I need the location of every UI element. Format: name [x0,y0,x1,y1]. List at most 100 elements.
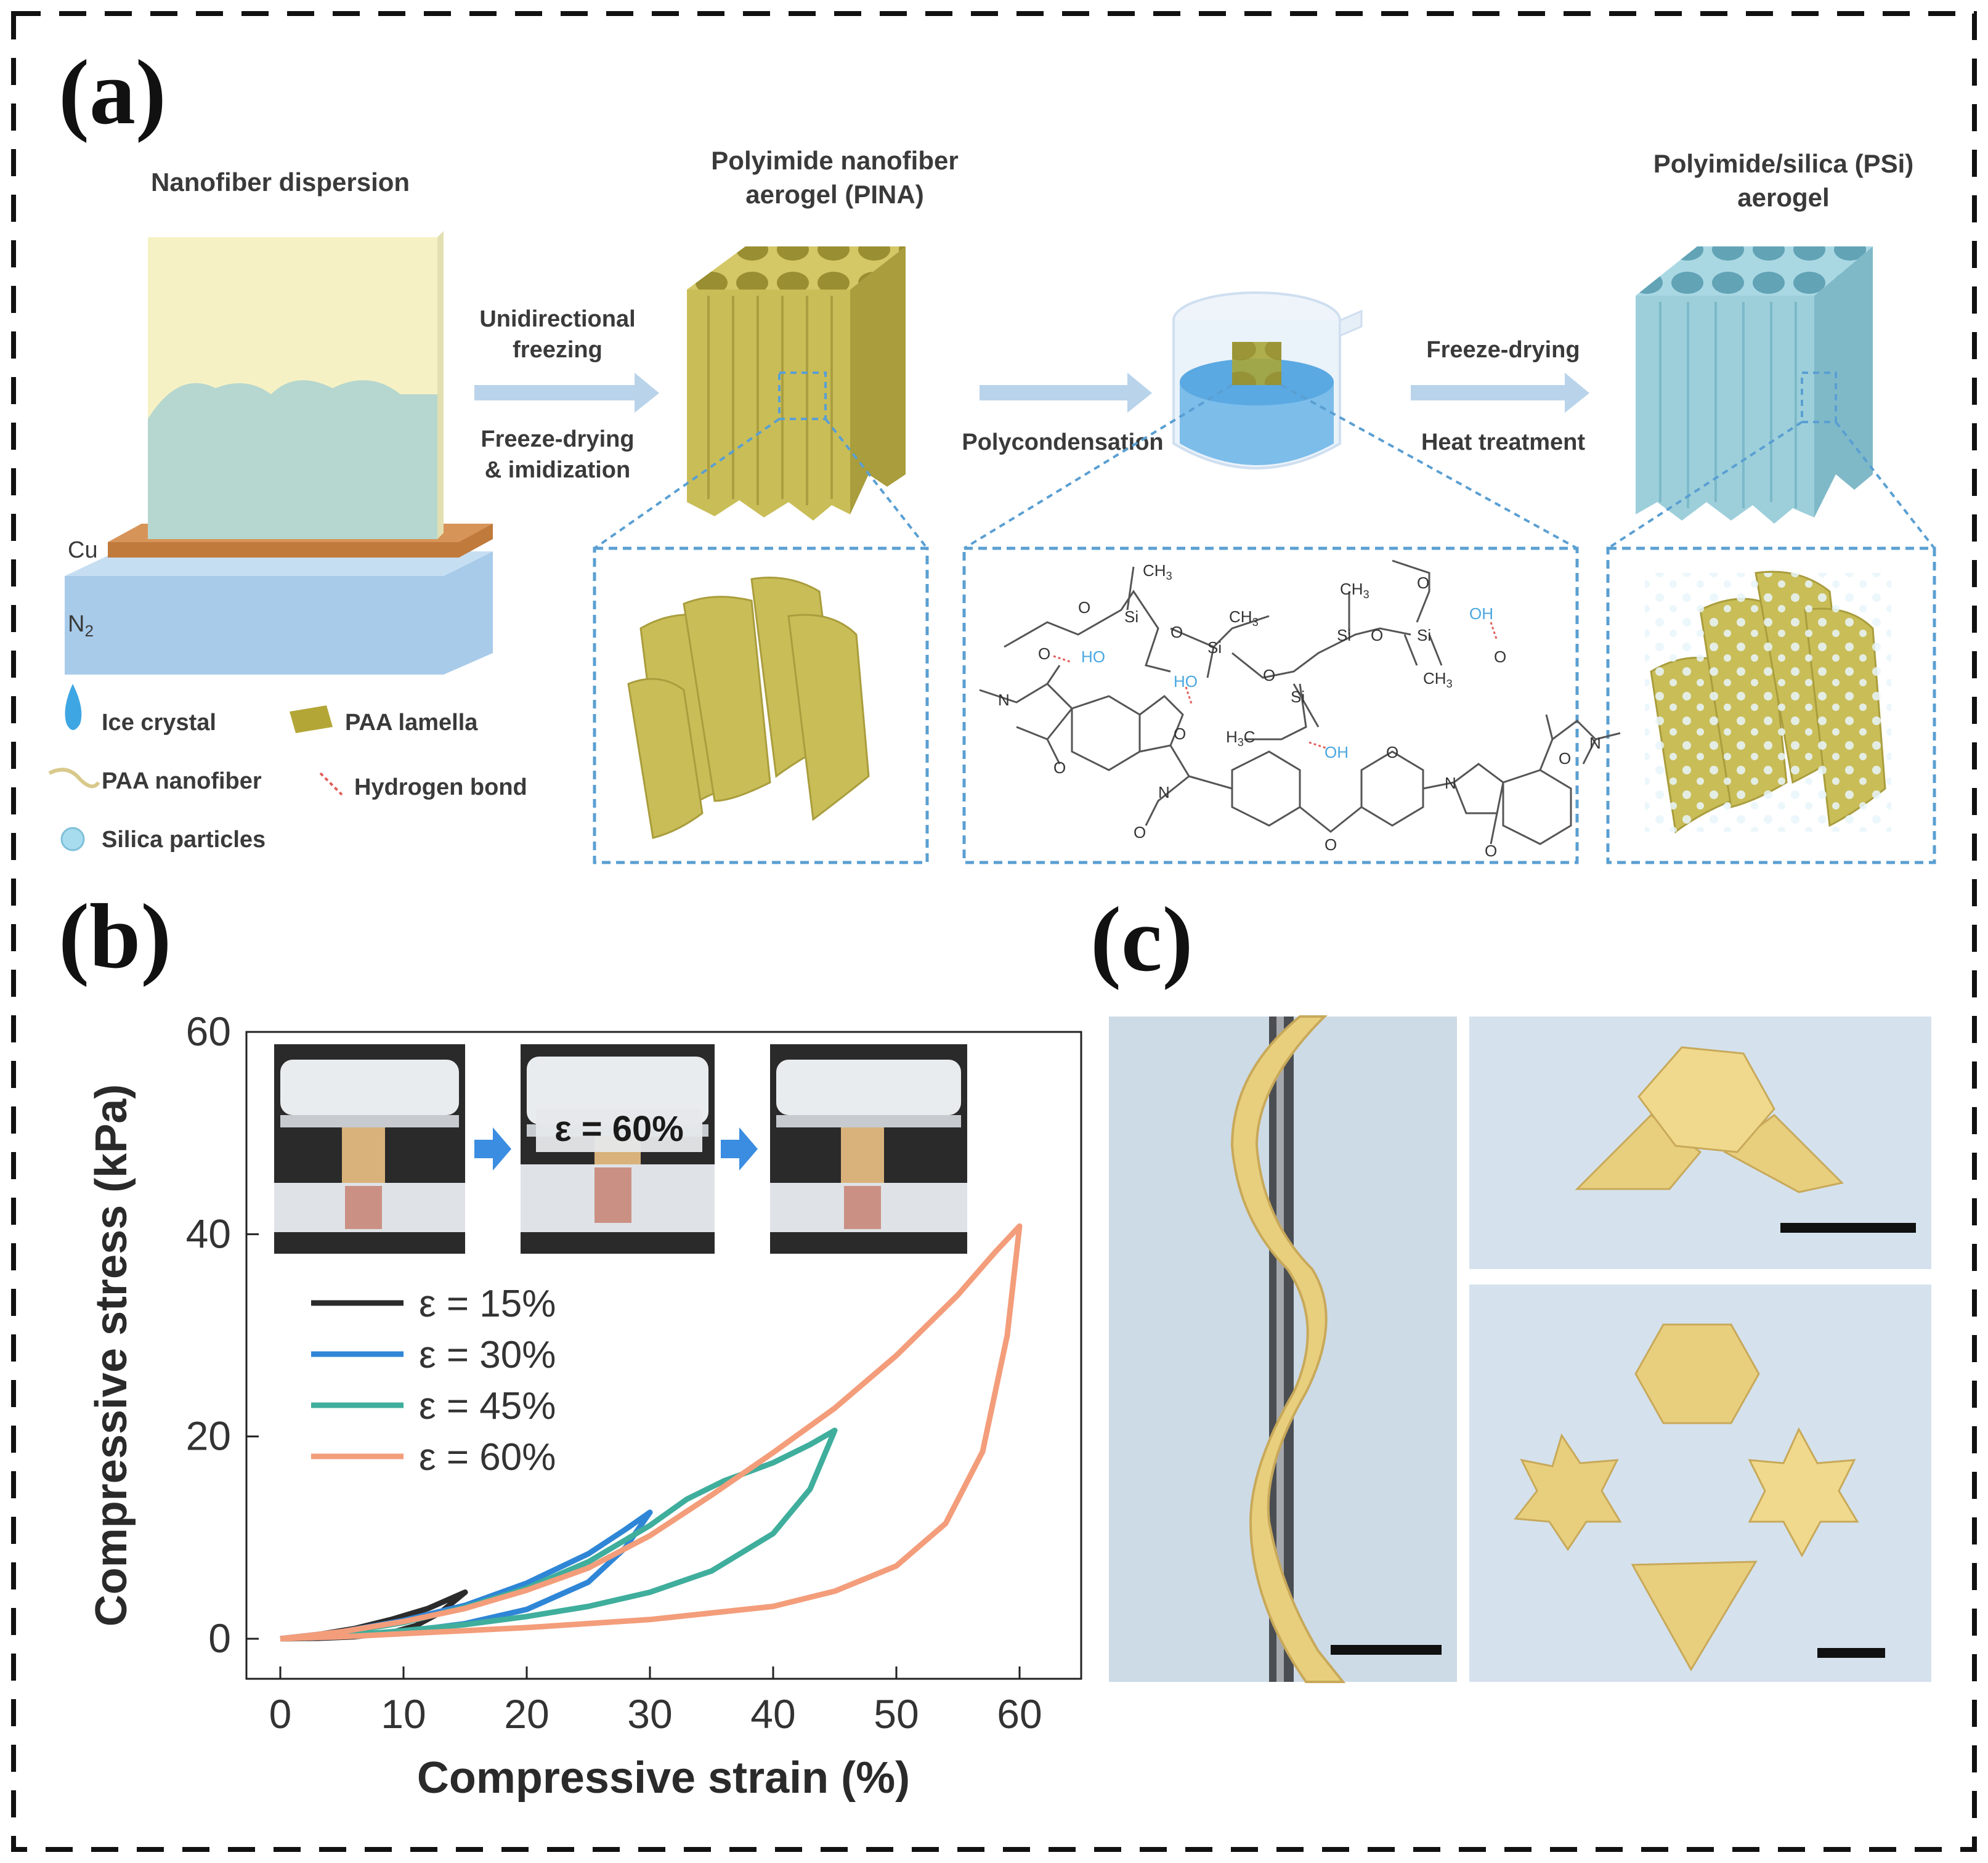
cu-label: Cu [68,537,98,563]
process-arrow-2 [980,373,1152,413]
step1-label-bottom-1: Freeze-drying [481,426,634,452]
psi-aerogel-block [1636,246,1873,524]
svg-text:H3C: H3C [1226,728,1256,749]
x-tick-label: 50 [874,1691,919,1737]
figure-frame [11,11,1977,1852]
svg-text:CH3: CH3 [1340,580,1369,601]
step2-label: Polycondensation [962,429,1163,455]
step1-label-top-1: Unidirectional [479,306,635,332]
zoom-box-pina [593,418,929,864]
svg-text:O: O [1263,666,1275,684]
legend-paa-nanofiber: PAA nanofiber [102,768,262,794]
svg-text:O: O [1386,743,1398,761]
pina-title-line1: Polyimide nanofiber [711,146,958,175]
dispersion-title: Nanofiber dispersion [151,168,410,197]
svg-text:O: O [1078,598,1090,617]
n2-label: N2 [68,611,94,640]
legend-label: ε = 60% [419,1436,556,1479]
pina-aerogel-block [687,246,906,521]
chem-hydroxyl-labels: HO HO OH OH [1081,604,1493,761]
psi-title-line1: Polyimide/silica (PSi) [1653,149,1913,178]
svg-text:O: O [1170,623,1183,641]
pina-title-line2: aerogel (PINA) [745,180,923,209]
photo-cut-shapes [1469,1285,1931,1682]
svg-text:O: O [1417,574,1429,592]
scale-bar-1 [1331,1645,1442,1655]
photo-recovered [770,1044,967,1254]
x-tick-label: 60 [997,1691,1042,1737]
y-axis-label: Compressive stress (kPa) [87,1084,136,1626]
x-axis-label: Compressive strain (%) [417,1753,910,1803]
svg-text:O: O [1559,749,1571,768]
svg-text:O: O [1053,758,1066,777]
svg-text:Si: Si [1417,626,1431,644]
chemical-structure [979,559,1621,845]
step3-label-bottom: Heat treatment [1421,429,1585,455]
freezing-setup [65,231,493,675]
hydrogen-bond-icon [319,772,343,796]
hydrogen-bonds [1053,622,1498,750]
photo-before [274,1044,465,1254]
svg-text:Si: Si [1337,626,1351,644]
photo-folded-knot [1469,1017,1931,1269]
star-shape-right [1748,1427,1859,1558]
psi-title-line2: aerogel [1737,183,1829,212]
svg-text:O: O [1325,835,1337,854]
svg-text:Si: Si [1124,607,1138,626]
panel-b-label: (b) [59,885,171,988]
svg-text:O: O [1494,647,1506,666]
triangle-shape [1631,1561,1758,1671]
plot-frame [245,1031,1082,1680]
svg-text:O: O [1174,724,1186,743]
scale-bar-2 [1780,1223,1916,1233]
scale-bar-3 [1817,1648,1885,1658]
chem-atom-labels: Si Si Si Si Si O O O O O O O O O O O O O… [998,561,1601,860]
legend-label: ε = 15% [419,1283,556,1325]
legend-label: ε = 30% [419,1334,556,1376]
ice-crystal-icon [65,684,82,730]
legend-silica-particles: Silica particles [102,827,266,853]
y-tick-label: 20 [186,1413,231,1459]
svg-text:O: O [1485,842,1497,860]
silica-particle-icon [60,827,85,851]
step1-label-bottom-2: & imidization [485,457,630,483]
photo-arrow-1 [474,1127,511,1171]
panel-a-label: (a) [59,41,166,144]
scheme-legend: Ice crystal PAA lamella PAA nanofiber Hy… [48,684,527,853]
svg-text:CH3: CH3 [1423,669,1453,690]
svg-text:N: N [1158,783,1170,802]
y-tick-label: 40 [186,1211,231,1256]
series-line [280,1223,1023,1642]
process-arrow-3 [1411,373,1589,413]
svg-text:Si: Si [1291,688,1305,706]
panel-c-label: (c) [1090,888,1193,991]
legend-hydrogen-bond: Hydrogen bond [354,774,527,800]
legend-label: ε = 45% [419,1385,556,1427]
svg-text:N: N [1589,734,1601,752]
legend-paa-lamella: PAA lamella [345,710,478,736]
svg-text:HO: HO [1174,672,1198,691]
y-tick-label: 60 [186,1009,231,1054]
process-arrow-1 [474,373,659,413]
svg-text:CH3: CH3 [1229,607,1259,628]
svg-text:O: O [1134,823,1146,842]
zoom-box-psi [1606,421,1936,864]
x-tick-label: 40 [750,1691,795,1737]
legend-ice-crystal: Ice crystal [102,710,216,736]
svg-text:OH: OH [1325,743,1349,761]
svg-text:CH3: CH3 [1143,561,1172,582]
x-tick-label: 30 [627,1691,672,1737]
paa-lamella-icon [290,705,333,733]
svg-text:N: N [1445,774,1456,792]
step3-label-top: Freeze-drying [1426,337,1580,363]
paa-nanofiber-icon [48,768,100,789]
series-line [280,1509,653,1642]
beaker [1172,291,1363,469]
inset-strain-label: ε = 60% [554,1109,684,1149]
zoom-box-chemistry [962,384,1579,864]
photo-arrow-2 [721,1127,758,1171]
svg-text:N: N [998,691,1010,709]
compression-photos: ε = 60% [274,1044,967,1254]
